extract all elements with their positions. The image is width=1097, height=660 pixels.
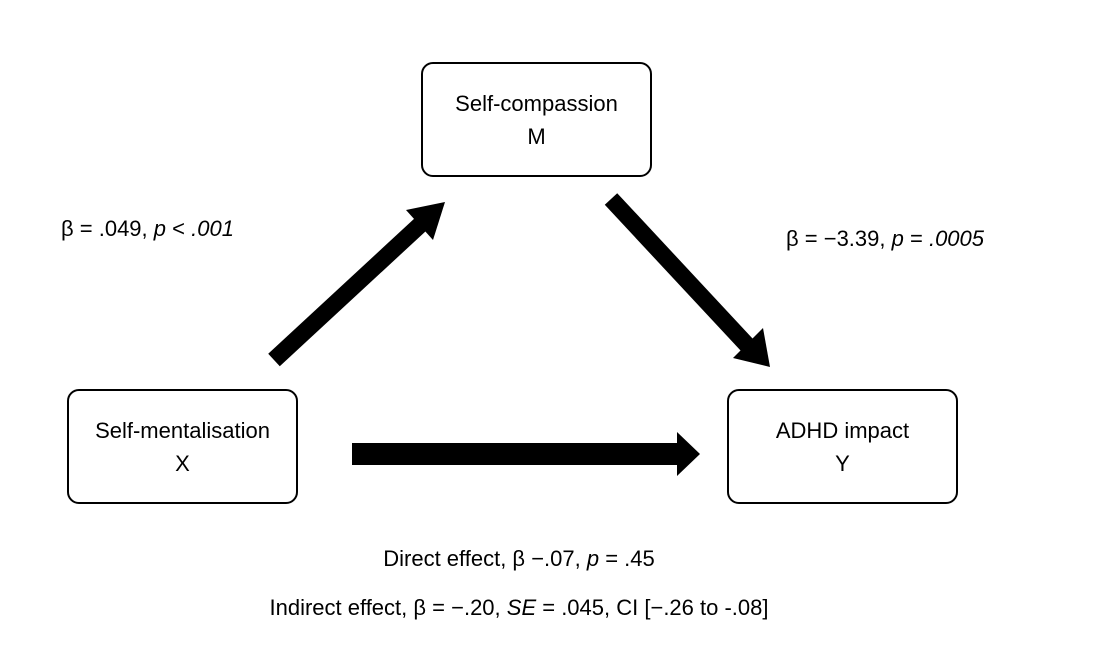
path-b-p-value: .0005: [928, 226, 985, 251]
path-b-p-operator: =: [903, 226, 929, 251]
indirect-effect-beta: Indirect effect, β = −.20,: [269, 595, 507, 620]
outcome-symbol: Y: [835, 450, 850, 476]
indirect-effect-se-symbol: SE: [506, 595, 537, 620]
predictor-node: Self-mentalisation X: [67, 389, 298, 504]
path-a-p-value: .001: [191, 216, 234, 241]
outcome-node: ADHD impact Y: [727, 389, 958, 504]
path-a-label: β = .049, p < .001: [61, 216, 234, 242]
path-b-beta: β = −3.39,: [786, 226, 892, 251]
path-a-p-operator: <: [166, 216, 192, 241]
path-b-label: β = −3.39, p = .0005: [786, 226, 984, 252]
mediator-symbol: M: [527, 123, 546, 149]
indirect-effect-se-ci: = .045, CI [−.26 to -.08]: [536, 595, 769, 620]
indirect-effect-label: Indirect effect, β = −.20, SE = .045, CI…: [0, 595, 1038, 621]
path-a-p-symbol: p: [153, 216, 167, 241]
path-b-p-symbol: p: [891, 226, 904, 251]
direct-effect-p-symbol: p: [586, 546, 600, 571]
outcome-name: ADHD impact: [775, 417, 910, 443]
direct-effect-p-value: = .45: [599, 546, 655, 571]
mediator-name: Self-compassion: [455, 90, 618, 116]
arrow-x-to-m: [268, 202, 445, 367]
predictor-symbol: X: [175, 450, 190, 476]
predictor-name: Self-mentalisation: [95, 417, 270, 443]
mediator-node: Self-compassion M: [421, 62, 652, 177]
path-a-beta: β = .049,: [61, 216, 154, 241]
arrow-m-to-y: [604, 193, 770, 367]
direct-effect-label: Direct effect, β −.07, p = .45: [0, 546, 1038, 572]
direct-effect-beta: Direct effect, β −.07,: [383, 546, 587, 571]
arrow-x-to-y: [352, 432, 700, 476]
